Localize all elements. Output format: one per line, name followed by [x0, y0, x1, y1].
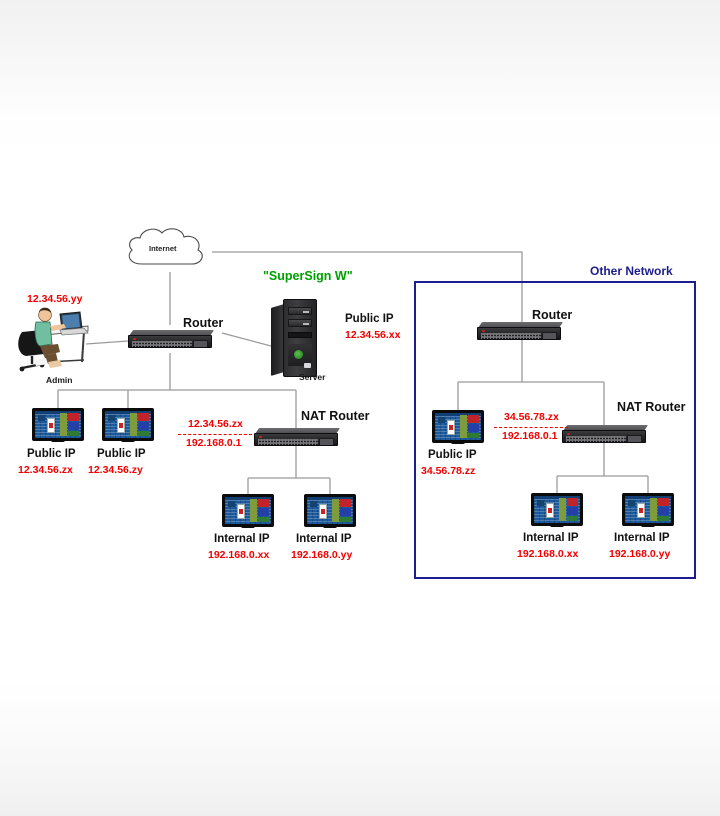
display-internal-right-2-ip: 192.168.0.yy [609, 548, 671, 560]
internet-cloud: Internet [122, 224, 212, 274]
nat-router-lan-ip-right: 192.168.0.1 [502, 430, 558, 442]
display-public-left-2 [102, 408, 154, 444]
nat-router-label-left: NAT Router [301, 409, 370, 423]
display-internal-left-1-ip: 192.168.0.xx [208, 549, 270, 561]
router-label-right: Router [532, 308, 573, 322]
display-internal-right-2 [622, 493, 674, 529]
other-network-label: Other Network [590, 264, 673, 278]
display-internal-right-2-label: Internal IP [614, 532, 670, 544]
display-public-left-1 [32, 408, 84, 444]
display-internal-left-1 [222, 494, 274, 530]
server-device [271, 299, 317, 377]
display-internal-left-2-label: Internal IP [296, 533, 352, 545]
display-public-left-2-label: Public IP [97, 448, 146, 460]
display-public-right-1-label: Public IP [428, 449, 477, 461]
supersign-title: "SuperSign W" [263, 269, 353, 283]
nat-router-device-left [254, 428, 341, 446]
server-caption: Server [299, 372, 326, 382]
display-public-right-1 [432, 410, 484, 446]
display-public-left-2-ip: 12.34.56.zy [88, 464, 143, 476]
admin-workstation [14, 300, 92, 372]
nat-divider-right [494, 427, 568, 428]
display-public-left-1-ip: 12.34.56.zx [18, 464, 73, 476]
nat-router-label-right: NAT Router [617, 400, 686, 414]
server-public-ip-value: 12.34.56.xx [345, 329, 401, 341]
router-device-right [477, 322, 564, 340]
admin-caption: Admin [46, 375, 73, 385]
nat-router-device-right [562, 425, 649, 443]
display-internal-left-2-ip: 192.168.0.yy [291, 549, 353, 561]
nat-router-lan-ip-left: 192.168.0.1 [186, 437, 242, 449]
display-internal-right-1 [531, 493, 583, 529]
other-network-box [414, 281, 696, 579]
display-internal-left-2 [304, 494, 356, 530]
display-internal-right-1-ip: 192.168.0.xx [517, 548, 579, 560]
nat-router-wan-ip-left: 12.34.56.zx [188, 418, 243, 430]
internet-label: Internet [149, 244, 177, 253]
display-public-left-1-label: Public IP [27, 448, 76, 460]
admin-ip-label: 12.34.56.yy [27, 293, 83, 305]
router-device-left [128, 330, 215, 348]
display-internal-left-1-label: Internal IP [214, 533, 270, 545]
display-internal-right-1-label: Internal IP [523, 532, 579, 544]
nat-router-wan-ip-right: 34.56.78.zx [504, 411, 559, 423]
display-public-right-1-ip: 34.56.78.zz [421, 465, 476, 477]
nat-divider-left [178, 434, 252, 435]
server-public-ip-label: Public IP [345, 313, 394, 325]
router-label-left: Router [183, 316, 224, 330]
